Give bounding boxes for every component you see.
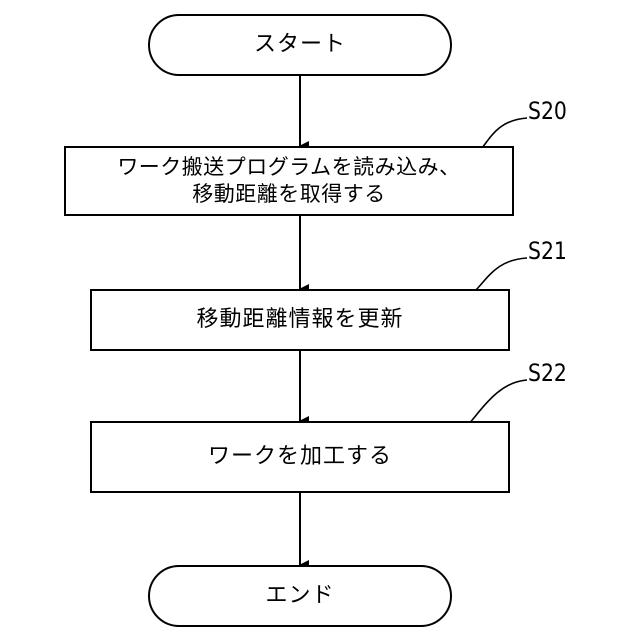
process-box-s22: ワークを加工する (90, 421, 510, 493)
process-box-s20-line1: ワーク搬送プログラムを読み込み、 (117, 154, 460, 181)
process-box-s20-text: ワーク搬送プログラムを読み込み、 移動距離を取得する (117, 154, 460, 208)
end-terminal: エンド (148, 565, 452, 627)
process-box-s20: ワーク搬送プログラムを読み込み、 移動距離を取得する (64, 146, 514, 216)
leader-line-s22 (468, 380, 527, 425)
leader-line-s21 (476, 258, 527, 290)
start-terminal-text: スタート (254, 31, 346, 59)
process-box-s21-text: 移動距離情報を更新 (196, 306, 403, 334)
step-label-s21: S21 (528, 237, 567, 265)
start-terminal: スタート (148, 14, 452, 76)
step-label-s22: S22 (528, 359, 567, 387)
process-box-s22-text: ワークを加工する (208, 443, 392, 471)
step-label-s20: S20 (528, 97, 567, 125)
process-box-s20-line2: 移動距離を取得する (117, 181, 460, 208)
end-terminal-text: エンド (265, 582, 334, 610)
process-box-s21: 移動距離情報を更新 (90, 289, 510, 351)
leader-line-s20 (482, 118, 527, 148)
